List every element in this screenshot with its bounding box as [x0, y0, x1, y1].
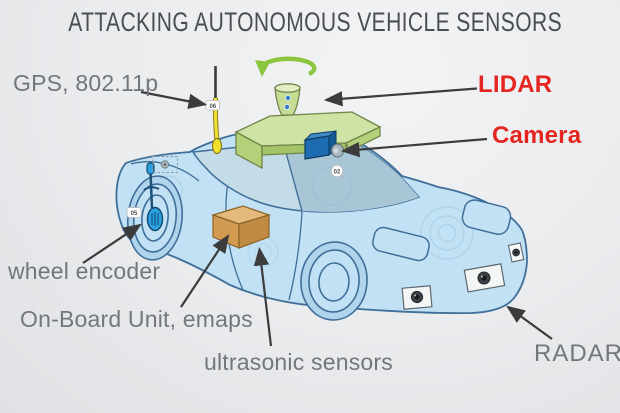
badge-antenna: 06 — [205, 100, 220, 111]
badge-wheel: 05 — [126, 207, 142, 218]
label-ultrasonic: ultrasonic sensors — [204, 349, 393, 375]
hood-sensor-dashed-box — [152, 156, 178, 173]
label-radar: RADAR — [534, 340, 620, 367]
radar-sensor-rear — [463, 263, 506, 293]
obu-arrow — [180, 234, 230, 308]
label-onboard-unit: On-Board Unit, emaps — [20, 306, 253, 332]
label-lidar: LIDAR — [478, 71, 553, 98]
gps-arrow — [140, 90, 208, 109]
camera-device — [303, 130, 344, 160]
rear-deck-panels — [372, 199, 512, 262]
lidar-rotation-icon — [255, 56, 317, 77]
camera-arrow — [340, 137, 488, 158]
callout-arrows — [82, 87, 553, 347]
rear-wheel — [300, 241, 368, 321]
svg-text:05: 05 — [131, 211, 138, 217]
lidar-arrow — [323, 87, 478, 107]
svg-text:06: 06 — [209, 104, 216, 110]
radar-sensor-side — [401, 285, 433, 310]
ultrasonic-arrow — [253, 246, 273, 347]
label-wheel-encoder: wheel encoder — [8, 258, 161, 284]
lidar-scanner — [274, 83, 301, 116]
obu-box — [211, 205, 271, 249]
wheel-encoder-arrow — [82, 223, 142, 264]
label-gps: GPS, 802.11p — [13, 70, 159, 96]
radar-sensor-corner — [507, 242, 525, 263]
page-title: ATTACKING AUTONOMOUS VEHICLE SENSORS — [68, 7, 563, 37]
badge-camera: 02 — [330, 164, 344, 178]
radar-arrow — [506, 305, 553, 340]
svg-text:02: 02 — [334, 169, 341, 175]
label-camera: Camera — [492, 122, 582, 149]
glass-reflection — [312, 166, 352, 206]
